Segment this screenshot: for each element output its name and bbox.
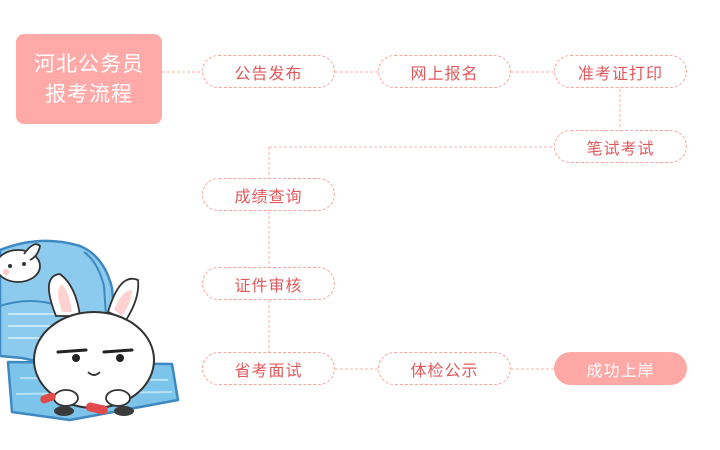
step-score-query[interactable]: 成绩查询 xyxy=(202,178,335,211)
rabbit-mascot-illustration xyxy=(0,239,180,422)
title-line-2: 报考流程 xyxy=(45,82,133,106)
step-interview[interactable]: 省考面试 xyxy=(202,352,335,385)
step-online-registration[interactable]: 网上报名 xyxy=(378,55,511,88)
step-announcement[interactable]: 公告发布 xyxy=(202,55,335,88)
flowchart-title-box: 河北公务员 报考流程 xyxy=(16,34,162,124)
step-written-exam[interactable]: 笔试考试 xyxy=(554,130,687,163)
step-document-review[interactable]: 证件审核 xyxy=(202,267,335,300)
step-success[interactable]: 成功上岸 xyxy=(554,352,687,385)
step-physical-exam-publicity[interactable]: 体检公示 xyxy=(378,352,511,385)
step-admission-ticket-print[interactable]: 准考证打印 xyxy=(554,55,687,88)
title-line-1: 河北公务员 xyxy=(34,52,144,76)
